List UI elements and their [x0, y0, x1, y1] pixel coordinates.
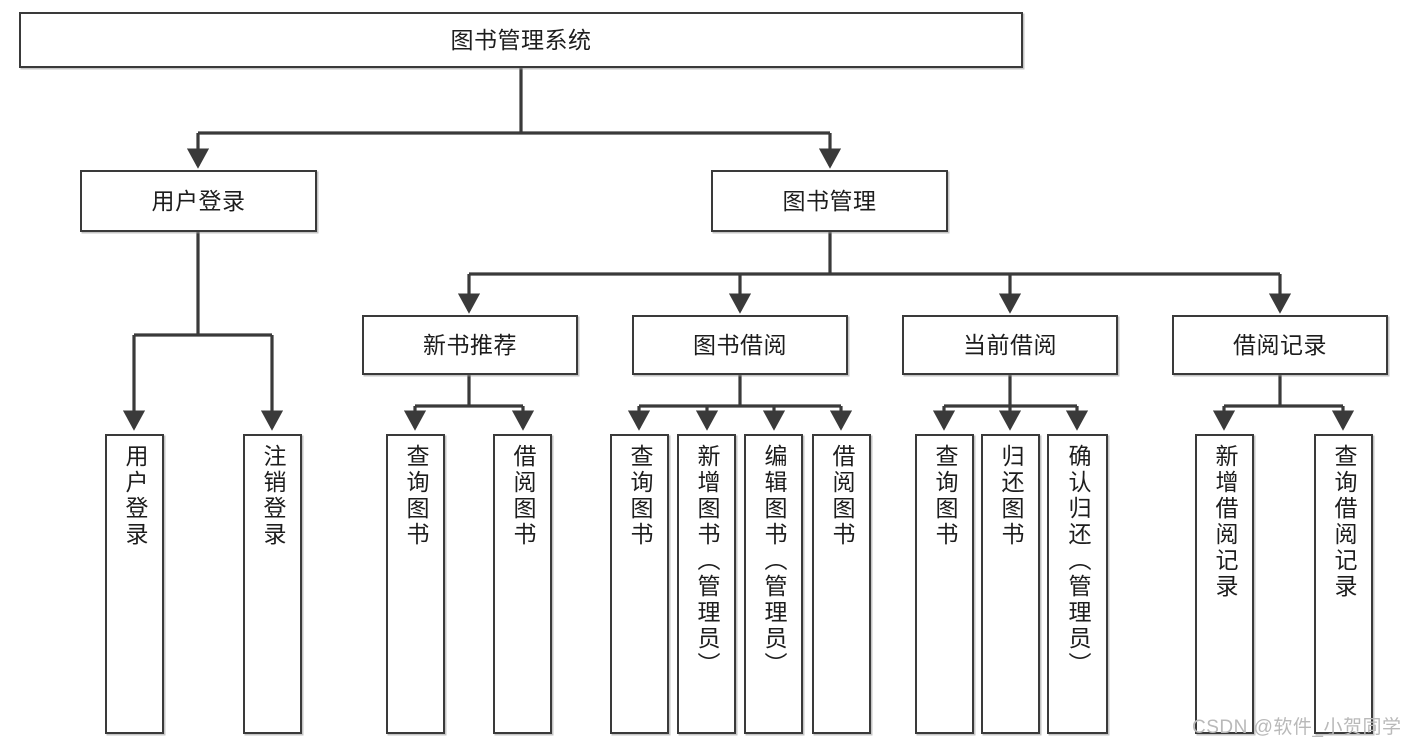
leaf-user-login-logout[interactable]: 注销登录 — [243, 434, 302, 734]
node-label: 归还图书 — [998, 444, 1024, 548]
node-label: 图书管理系统 — [450, 26, 592, 53]
node-label: 注销登录 — [260, 444, 286, 548]
node-label: 查询图书 — [627, 444, 653, 548]
leaf-user-login-login[interactable]: 用户登录 — [105, 434, 164, 734]
node-label: 借阅记录 — [1233, 331, 1327, 358]
node-user-login[interactable]: 用户登录 — [80, 170, 317, 232]
node-book-management-system[interactable]: 图书管理系统 — [19, 12, 1023, 68]
leaf-book-borrow-add[interactable]: 新增图书（管理员） — [677, 434, 736, 734]
node-label: 图书管理 — [782, 187, 877, 214]
node-label: 查询图书 — [932, 444, 958, 548]
node-label: 新增借阅记录 — [1212, 444, 1238, 600]
node-label: 查询图书 — [403, 444, 429, 548]
leaf-current-borrow-query[interactable]: 查询图书 — [915, 434, 974, 734]
leaf-book-borrow-query[interactable]: 查询图书 — [610, 434, 669, 734]
node-label: 借阅图书 — [829, 444, 855, 548]
node-label: 借阅图书 — [510, 444, 536, 548]
node-book-management[interactable]: 图书管理 — [711, 170, 948, 232]
leaf-current-borrow-confirm-return[interactable]: 确认归还（管理员） — [1047, 434, 1108, 734]
node-label: 确认归还（管理员） — [1065, 444, 1091, 678]
node-label: 当前借阅 — [963, 331, 1057, 358]
leaf-current-borrow-return[interactable]: 归还图书 — [981, 434, 1040, 734]
leaf-book-borrow-borrow[interactable]: 借阅图书 — [812, 434, 871, 734]
node-borrow-record[interactable]: 借阅记录 — [1172, 315, 1388, 375]
node-book-borrow[interactable]: 图书借阅 — [632, 315, 848, 375]
leaf-borrow-record-query[interactable]: 查询借阅记录 — [1314, 434, 1373, 734]
leaf-borrow-record-add[interactable]: 新增借阅记录 — [1195, 434, 1254, 734]
node-label: 用户登录 — [151, 187, 246, 214]
leaf-new-book-query[interactable]: 查询图书 — [386, 434, 445, 734]
node-label: 用户登录 — [122, 444, 148, 548]
node-label: 图书借阅 — [693, 331, 787, 358]
node-label: 编辑图书（管理员） — [761, 444, 787, 678]
node-label: 新书推荐 — [423, 331, 517, 358]
leaf-book-borrow-edit[interactable]: 编辑图书（管理员） — [744, 434, 803, 734]
node-label: 新增图书（管理员） — [694, 444, 720, 678]
node-new-book-recommend[interactable]: 新书推荐 — [362, 315, 578, 375]
node-current-borrow[interactable]: 当前借阅 — [902, 315, 1118, 375]
node-label: 查询借阅记录 — [1331, 444, 1357, 600]
leaf-new-book-borrow[interactable]: 借阅图书 — [493, 434, 552, 734]
